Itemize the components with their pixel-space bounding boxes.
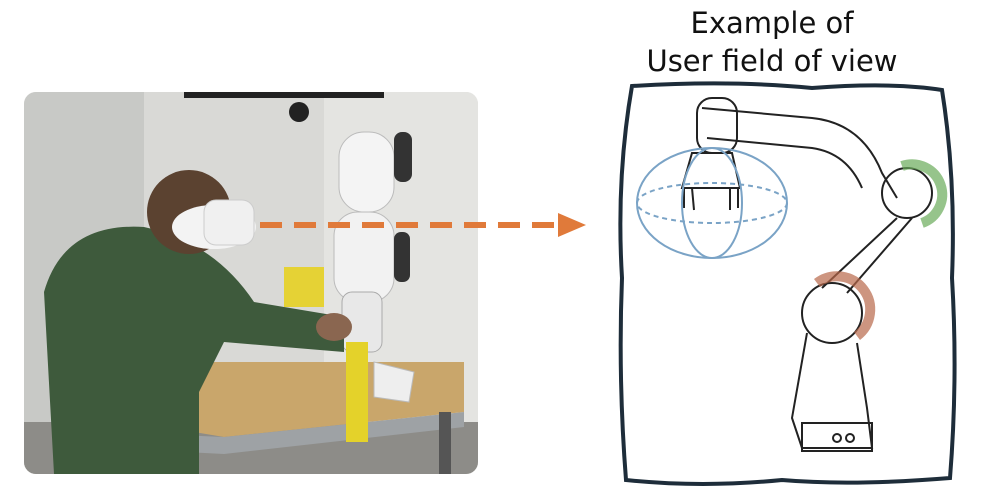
title-line-2: User field of view — [646, 44, 898, 78]
title-line-1: Example of — [690, 6, 854, 40]
wavy-frame — [618, 81, 957, 486]
user-field-of-view-panel — [612, 78, 962, 494]
fov-title: Example of User field of view — [612, 4, 932, 80]
teleoperation-photo — [24, 92, 478, 474]
dashed-arrow — [260, 205, 590, 249]
